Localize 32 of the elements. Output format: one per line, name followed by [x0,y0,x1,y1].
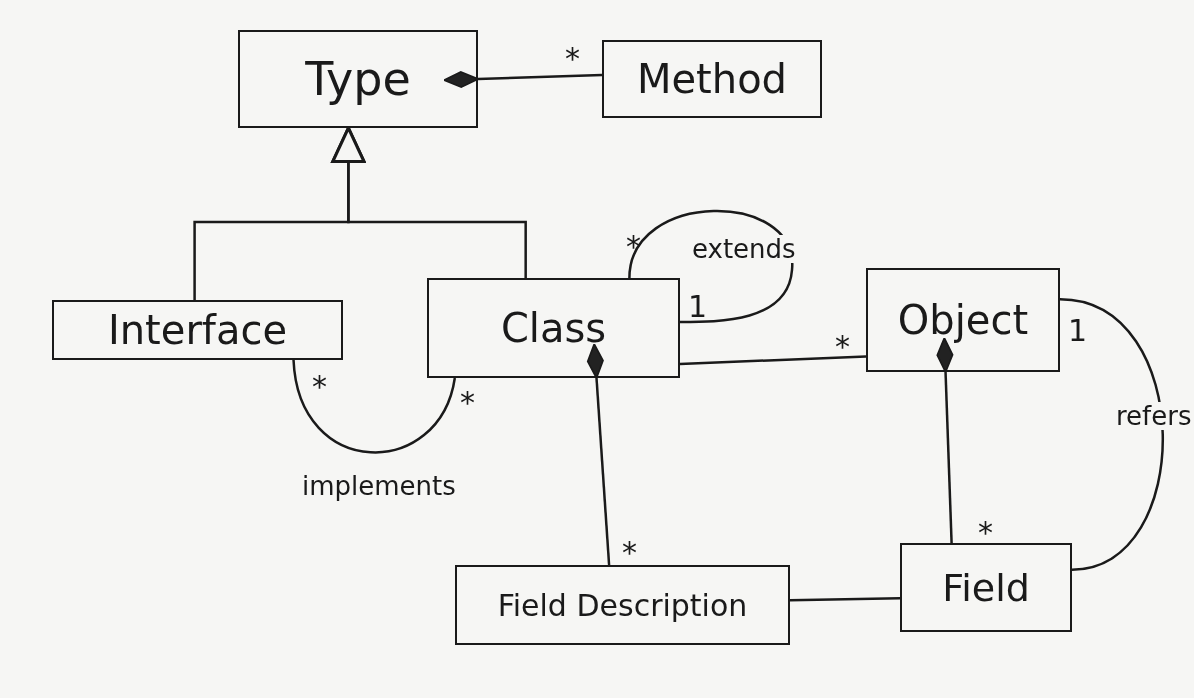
association-line [1059,297,1164,571]
class-name: Class [500,305,607,351]
multiplicity-label: * [978,518,993,548]
class-name: Field Description [497,587,748,623]
composition-line [936,337,954,544]
composition-line [586,343,611,566]
class-name: Type [305,52,411,106]
class-box [602,40,822,118]
multiplicity-label: * [835,332,850,362]
association-line [679,355,867,366]
class-box [455,565,790,645]
class-name: Interface [107,307,288,353]
composition-line [443,71,603,89]
generalization-arrow [331,126,527,278]
multiplicity-label: * [565,44,580,74]
class-box [866,268,1060,372]
association-line [789,596,901,602]
class-box [238,30,478,128]
class-box [900,543,1072,632]
class-name: Method [637,56,787,102]
multiplicity-label: * [312,372,327,402]
multiplicity-label: * [622,538,637,568]
class-name: Field [942,565,1030,610]
multiplicity-label: * [460,388,475,418]
association-line [628,209,794,324]
class-name: Object [897,297,1029,343]
class-box [427,278,680,378]
edge-label: extends [690,235,798,263]
class-box [52,300,343,360]
association-line [292,359,457,454]
multiplicity-label: 1 [1068,316,1088,346]
multiplicity-label: 1 [688,292,708,322]
